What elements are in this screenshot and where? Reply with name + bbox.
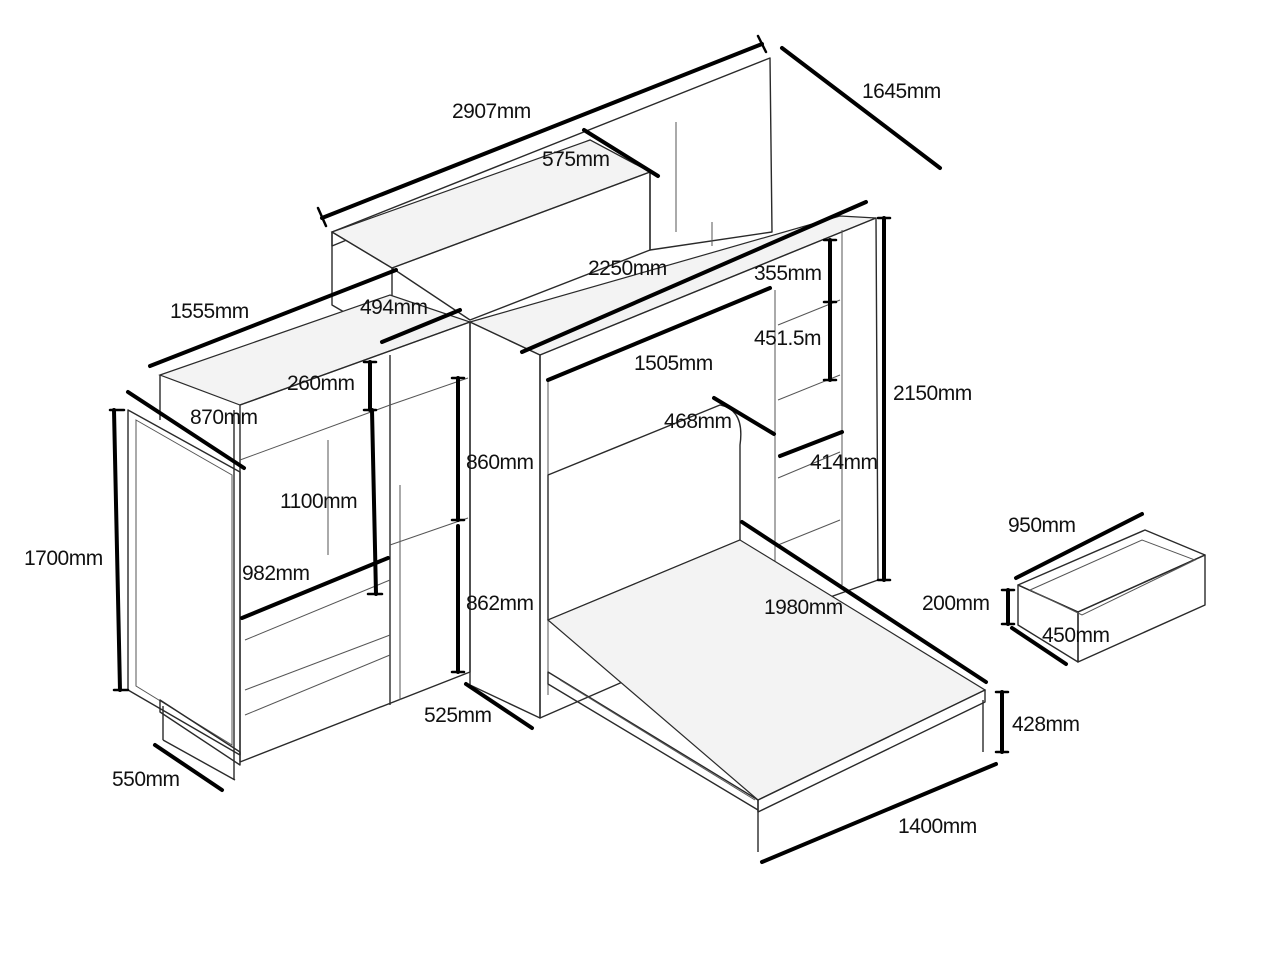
label-side-shelf-depth: 414mm [810, 451, 878, 474]
label-lower-shelf-height: 862mm [466, 592, 534, 615]
wardrobe-door [127, 409, 241, 781]
label-upper-cabinet-depth: 575mm [542, 148, 610, 171]
label-upper-shelf-height: 860mm [466, 451, 534, 474]
label-wardrobe-depth: 870mm [190, 406, 258, 429]
label-door-width: 550mm [112, 768, 180, 791]
label-bed-width: 1400mm [898, 815, 977, 838]
drawer [1017, 529, 1206, 663]
label-drawer-height: 200mm [922, 592, 990, 615]
dimension-lines [108, 34, 1144, 864]
label-drawer-depth: 450mm [1042, 624, 1110, 647]
label-side-depth: 525mm [424, 704, 492, 727]
label-hanging-rail-width: 982mm [242, 562, 310, 585]
label-drawer-width: 950mm [1008, 514, 1076, 537]
label-wardrobe-width: 1555mm [170, 300, 249, 323]
label-top-compartment-height: 260mm [287, 372, 355, 395]
label-bed-cabinet-width: 2250mm [588, 257, 667, 280]
label-cabinet-height: 2150mm [893, 382, 972, 405]
label-overall-depth: 1645mm [862, 80, 941, 103]
label-overall-width: 2907mm [452, 100, 531, 123]
label-bed-height: 428mm [1012, 713, 1080, 736]
label-headboard-depth: 468mm [664, 410, 732, 433]
label-inner-width: 1505mm [634, 352, 713, 375]
label-side-shelf-top-height: 355mm [754, 262, 822, 285]
label-bed-length: 1980mm [764, 596, 843, 619]
label-shelf-unit-width: 494mm [360, 296, 428, 319]
label-side-shelf-height: 451.5m [754, 327, 821, 350]
bed-frame [546, 539, 987, 852]
headboard [547, 404, 742, 621]
label-hanging-height: 1100mm [280, 490, 357, 513]
label-door-height: 1700mm [24, 547, 103, 570]
